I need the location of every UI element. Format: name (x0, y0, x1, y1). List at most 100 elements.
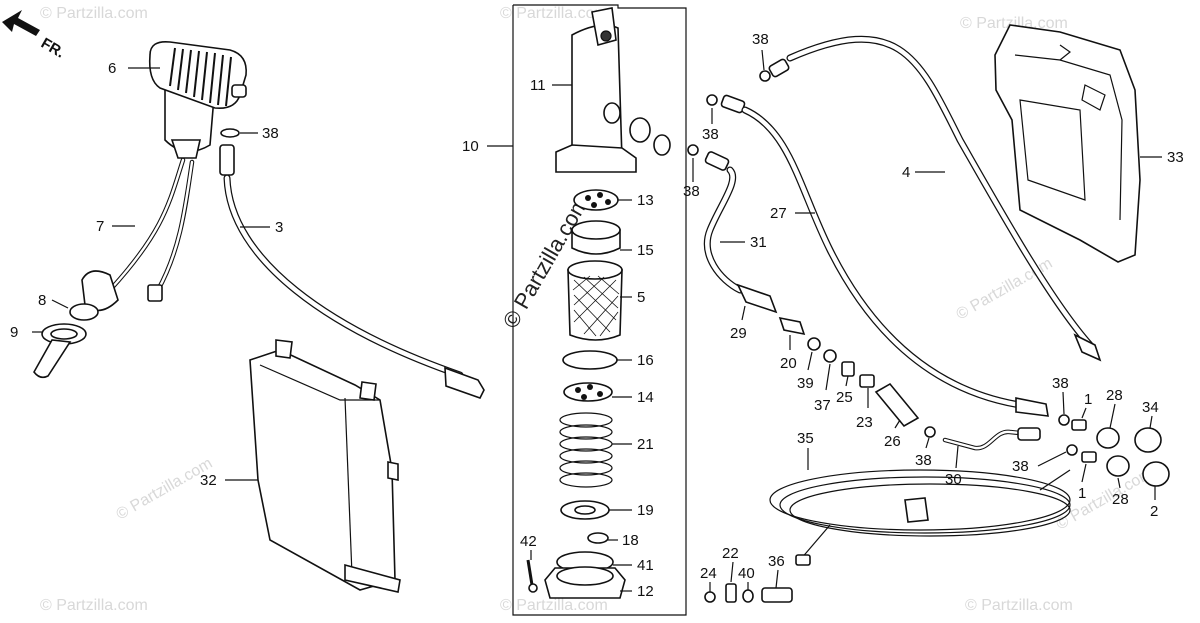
callout-13: 13 (637, 192, 654, 209)
part-31-hose (703, 151, 744, 294)
assembly-10-frame (512, 4, 687, 616)
callout-40: 40 (738, 565, 755, 582)
callout-29: 29 (730, 325, 747, 342)
callout-3: 3 (275, 219, 283, 236)
part-33-cover (994, 24, 1141, 263)
callout-35: 35 (797, 430, 814, 447)
part-11-cylinder (555, 7, 671, 173)
part-42-screw (526, 559, 538, 593)
callout-38: 38 (262, 125, 279, 142)
callout-labels: 6 38 7 3 8 9 32 11 10 13 15 5 16 14 21 1… (10, 31, 1184, 600)
part-23-collar (859, 374, 875, 388)
callout-8: 8 (38, 292, 46, 309)
callout-14: 14 (637, 389, 654, 406)
callout-38: 38 (915, 452, 932, 469)
callout-27: 27 (770, 205, 787, 222)
callout-38: 38 (683, 183, 700, 200)
callout-25: 25 (836, 389, 853, 406)
part-22-fitting (725, 583, 737, 603)
callout-16: 16 (637, 352, 654, 369)
callout-24: 24 (700, 565, 717, 582)
front-direction-label: FR. (38, 35, 67, 62)
part-18-seal (587, 532, 609, 544)
part-3-hose (219, 144, 485, 399)
callout-39: 39 (797, 375, 814, 392)
callout-38: 38 (702, 126, 719, 143)
callout-42: 42 (520, 533, 537, 550)
watermark-text: © Partzilla.com (500, 5, 608, 22)
callout-36: 36 (768, 553, 785, 570)
part-37-ball (823, 349, 837, 363)
callout-9: 9 (10, 324, 18, 341)
part-15-filter-cap (571, 220, 621, 255)
part-36-plug (761, 587, 793, 603)
part-39-o-ring (807, 337, 821, 351)
part-6-pump-motor (148, 40, 247, 159)
part-40-o-ring (742, 589, 754, 603)
part-9-boot (33, 323, 87, 379)
callout-37: 37 (814, 397, 831, 414)
callout-5: 5 (637, 289, 645, 306)
part-28-cap-lower (1106, 455, 1130, 477)
part-8-grommet (69, 303, 99, 321)
callout-33: 33 (1167, 149, 1184, 166)
part-38-o-ring-right-2 (706, 94, 718, 106)
part-38-o-ring-right-4 (924, 426, 936, 438)
callout-6: 6 (108, 60, 116, 77)
part-32-cover (249, 339, 401, 593)
part-5-filter-element (567, 260, 623, 341)
watermark-text: © Partzilla.com (965, 597, 1073, 614)
watermark-text: © Partzilla.com (40, 597, 148, 614)
callout-21: 21 (637, 436, 654, 453)
callout-32: 32 (200, 472, 217, 489)
callout-22: 22 (722, 545, 739, 562)
leader-lines (32, 49, 1162, 592)
part-29-fitting (736, 283, 778, 314)
part-26-pipe (874, 382, 920, 428)
part-35-coiled-hose (769, 469, 1071, 566)
part-38-o-ring-right-5 (1058, 414, 1070, 426)
part-28-cap-upper (1096, 427, 1120, 449)
watermark-text: © Partzilla.com (114, 455, 216, 524)
part-30-pipe (942, 427, 1041, 451)
part-38-o-ring-right-1 (759, 70, 771, 82)
part-20-fitting (778, 316, 806, 336)
callout-30: 30 (945, 471, 962, 488)
part-7-harness (81, 157, 195, 312)
part-2-cap (1142, 461, 1170, 487)
part-12-base (544, 566, 626, 599)
callout-41: 41 (637, 557, 654, 574)
part-19-spring-seat (560, 500, 610, 520)
watermark-text: © Partzilla.com (954, 255, 1056, 324)
part-16-disc (562, 350, 618, 370)
watermark-text: © Partzilla.com (1054, 465, 1156, 534)
callout-20: 20 (780, 355, 797, 372)
callout-28: 28 (1112, 491, 1129, 508)
callout-11: 11 (530, 77, 546, 94)
callout-2: 2 (1150, 503, 1158, 520)
callout-38: 38 (752, 31, 769, 48)
callout-26: 26 (884, 433, 901, 450)
callout-19: 19 (637, 502, 654, 519)
part-34-cap (1134, 427, 1162, 453)
part-38-o-ring-top-left (220, 128, 240, 138)
watermark-text: © Partzilla.com (40, 5, 148, 22)
part-38-o-ring-right-6 (1066, 444, 1078, 456)
callout-12: 12 (637, 583, 654, 600)
watermark-text: © Partzilla.com (960, 15, 1068, 32)
callout-1: 1 (1078, 485, 1086, 502)
part-24-ball (704, 591, 716, 603)
callout-23: 23 (856, 414, 873, 431)
part-1-fitting-upper (1071, 419, 1087, 431)
callout-10: 10 (462, 138, 479, 155)
part-13-valve-plate (573, 189, 619, 211)
callout-38: 38 (1012, 458, 1029, 475)
part-38-o-ring-right-3 (687, 144, 699, 156)
callout-38: 38 (1052, 375, 1069, 392)
callout-18: 18 (622, 532, 639, 549)
callout-28: 28 (1106, 387, 1123, 404)
part-27-hose (720, 94, 1049, 417)
callout-31: 31 (750, 234, 767, 251)
